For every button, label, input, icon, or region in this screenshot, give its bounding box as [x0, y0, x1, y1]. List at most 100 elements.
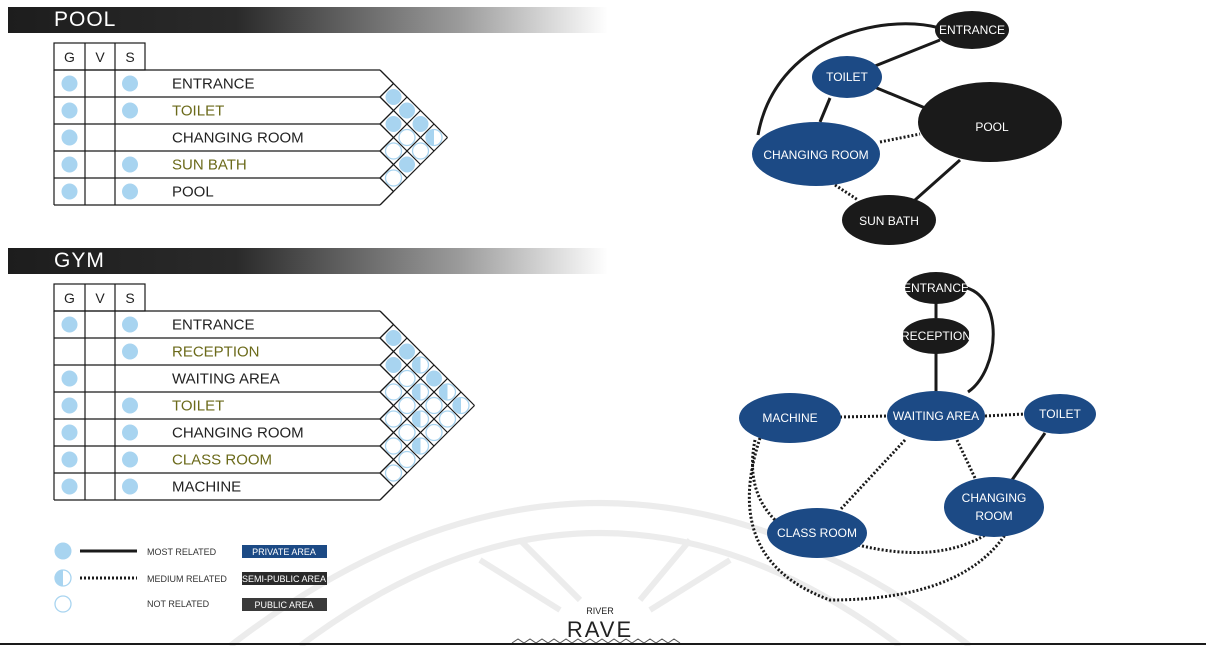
gym-node-entrance-label: ENTRANCE: [903, 281, 969, 295]
legend-half-fill: [55, 570, 63, 586]
pool-node-pool: [918, 82, 1062, 162]
gym-node-entrance: [905, 272, 967, 304]
gym-node-machine-label: MACHINE: [762, 411, 817, 425]
gym-row-label: TOILET: [172, 398, 224, 415]
edge-toilet-pool: [871, 84, 931, 112]
edge-classroom-changing: [857, 530, 991, 554]
edge-machine-changing: [747, 437, 1007, 602]
gym-node-waiting-label: WAITING AREA: [893, 409, 979, 423]
pool-graph-edges: [756, 22, 961, 202]
gym-graph-edges: [747, 285, 1047, 602]
pool-matrix-cell-half-fill: [426, 129, 434, 146]
pool-matrix-cell-empty: [384, 169, 403, 187]
legend-medium-label: MEDIUM RELATED: [147, 574, 227, 584]
pool-matrix-cell-full: [385, 116, 402, 132]
pool-row-label: CHANGING ROOM: [172, 130, 304, 147]
legend: MOST RELATED PRIVATE AREA MEDIUM RELATED…: [54, 542, 327, 613]
pool-matrix-cell-empty: [398, 128, 416, 147]
edge-changing-sunbath: [834, 183, 859, 202]
gym-matrix-cell-full: [426, 370, 442, 387]
gym-matrix-cell-half-fill: [412, 411, 421, 427]
gym-s-dot-full: [122, 424, 138, 441]
edge-waiting-toilet: [984, 412, 1026, 418]
gym-matrix-cell-empty: [398, 450, 416, 469]
gym-row-label: MACHINE: [172, 479, 241, 496]
gym-row-label: RECEPTION: [172, 344, 260, 361]
pool-s-dot-full: [122, 156, 138, 173]
gym-matrix-cell-empty: [398, 396, 416, 415]
pool-col-header-s: S: [125, 49, 134, 65]
gym-row-label: WAITING AREA: [172, 371, 280, 388]
gym-banner: GYM: [8, 248, 608, 274]
gym-s-dot-full: [122, 343, 138, 360]
gym-matrix-cell-empty: [384, 383, 403, 401]
pool-relationship-table: G V S ENTRANCE TOILET CHANGING ROOM SUN BATH PO…: [53, 42, 448, 206]
pool-g-dot-full: [61, 156, 78, 173]
gym-node-changing-label-2: ROOM: [975, 509, 1012, 523]
gym-matrix-cell-empty: [438, 410, 457, 428]
edge-sunbath-pool: [914, 158, 961, 202]
gym-row-label: ENTRANCE: [172, 317, 255, 334]
gym-node-classroom-label: CLASS ROOM: [777, 526, 857, 540]
edge-waiting-changing: [955, 439, 977, 479]
gym-row-label: CLASS ROOM: [172, 452, 272, 469]
pool-row-label: SUN BATH: [172, 157, 247, 174]
pool-col-header-v: V: [95, 49, 105, 65]
edge-entrance-waiting: [962, 285, 995, 394]
gym-node-waiting: [887, 391, 985, 441]
gym-matrix-cell-full: [385, 357, 402, 373]
pool-node-sunbath: [842, 195, 936, 245]
edge-waiting-classroom: [838, 438, 907, 512]
pool-graph-nodes: ENTRANCE TOILET POOL CHANGING ROOM SUN B…: [752, 11, 1062, 245]
pool-node-pool-label: POOL: [975, 120, 1009, 134]
gym-col-header-s: S: [125, 290, 134, 306]
logo-small: RIVER: [586, 606, 614, 616]
pool-node-changing-label: CHANGING ROOM: [763, 148, 868, 162]
gym-node-toilet-label: TOILET: [1039, 407, 1081, 421]
gym-g-dot-full: [61, 370, 78, 387]
pool-row-label: POOL: [172, 184, 214, 201]
gym-matrix-cell-half-fill: [412, 384, 421, 400]
gym-matrix-cell-half-fill: [412, 438, 421, 454]
legend-public-label: PUBLIC AREA: [254, 600, 313, 610]
legend-full-circle: [54, 542, 72, 560]
gym-matrix-cell-empty: [398, 369, 416, 388]
gym-row-label: CHANGING ROOM: [172, 425, 304, 442]
gym-matrix-cell-full: [399, 343, 415, 360]
gym-col-header-g: G: [64, 290, 75, 306]
legend-private-swatch: [242, 545, 327, 558]
pool-s-dot-full: [122, 102, 138, 119]
gym-graph-nodes: ENTRANCE RECEPTION MACHINE WAITING AREA …: [739, 272, 1096, 558]
gym-g-dot-full: [61, 478, 78, 495]
gym-matrix-cell-empty: [398, 423, 416, 442]
edge-entrance-toilet: [874, 38, 941, 68]
pool-col-header-g: G: [64, 49, 75, 65]
legend-most-label: MOST RELATED: [147, 547, 217, 557]
river-rave-logo: RIVER RAVE: [511, 606, 681, 644]
pool-node-toilet-label: TOILET: [826, 70, 868, 84]
edge-changing-pool: [879, 132, 921, 144]
pool-title: POOL: [54, 8, 117, 31]
pool-row-label: TOILET: [172, 103, 224, 120]
gym-matrix-cell-empty: [425, 396, 443, 415]
pool-row-label: ENTRANCE: [172, 76, 255, 93]
pool-node-toilet: [812, 56, 882, 98]
pool-matrix-cell-full: [399, 156, 415, 173]
legend-not-label: NOT RELATED: [147, 599, 210, 609]
gym-node-changing-label-1: CHANGING: [962, 491, 1027, 505]
gym-g-dot-full: [61, 451, 78, 468]
legend-private-label: PRIVATE AREA: [252, 547, 316, 557]
legend-semi-label: SEMI-PUBLIC AREA: [242, 574, 326, 584]
logo-big: RAVE: [567, 617, 633, 642]
gym-matrix-cell-empty: [425, 423, 443, 442]
pool-matrix-cell-full: [385, 89, 402, 105]
legend-empty-circle: [54, 595, 72, 613]
edge-machine-classroom: [751, 439, 777, 522]
gym-col-header-v: V: [95, 290, 105, 306]
gym-node-classroom: [767, 508, 867, 558]
gym-s-dot-full: [122, 478, 138, 495]
pool-matrix-cell-empty: [411, 142, 430, 160]
pool-g-dot-full: [61, 183, 78, 200]
pool-matrix-cell-empty: [384, 142, 403, 160]
